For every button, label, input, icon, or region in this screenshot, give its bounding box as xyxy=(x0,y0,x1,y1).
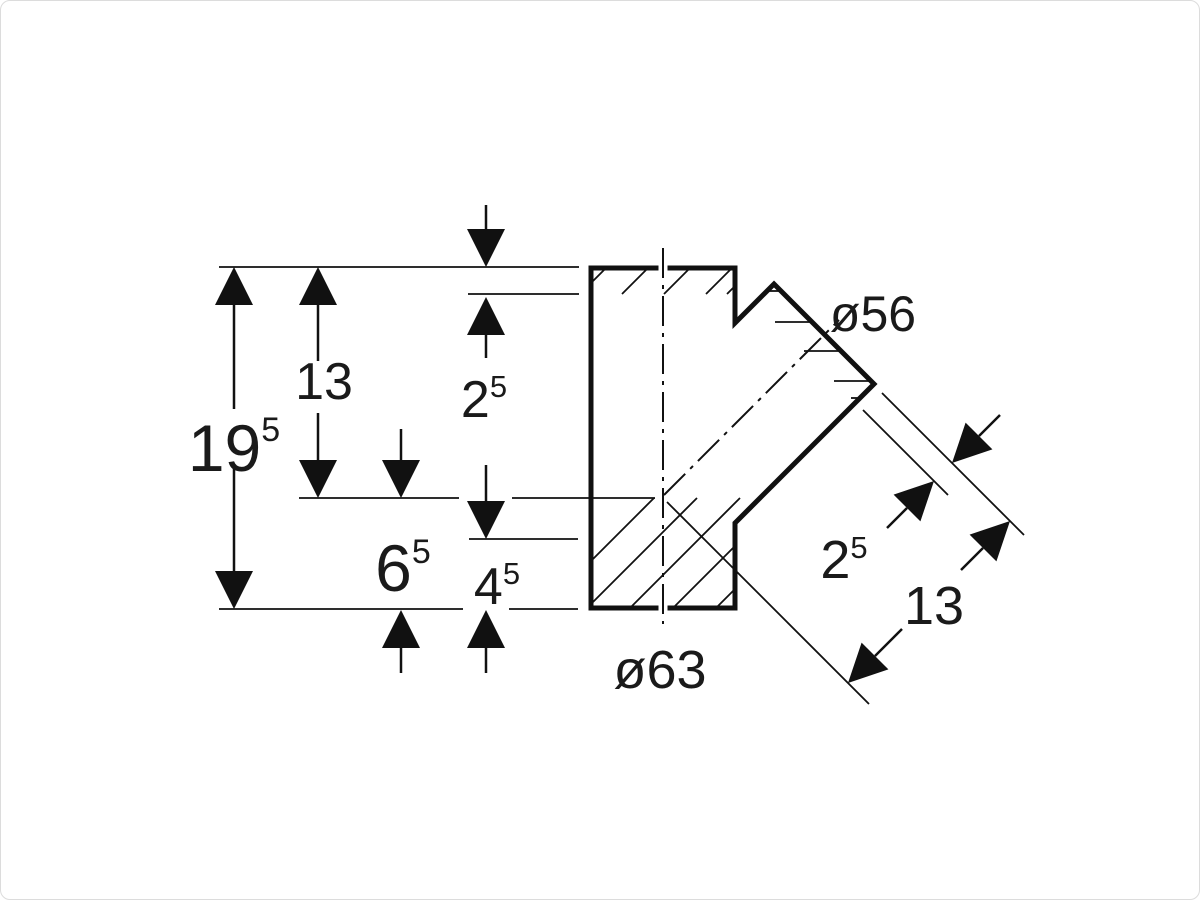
dim-label-total-height: 195 xyxy=(188,411,280,485)
arrow-up-icon xyxy=(382,610,420,648)
arrow-down-icon xyxy=(215,571,253,609)
ext-line-branch-outer xyxy=(881,392,1025,536)
arrow-down-icon xyxy=(467,501,505,539)
dim-total-height: 195 xyxy=(188,267,280,609)
arrow-down-left-icon xyxy=(848,642,889,683)
extension-lines xyxy=(219,266,1025,705)
fitting-body xyxy=(588,248,878,624)
top-wall-hatch xyxy=(590,266,736,295)
dim-socket-depth: 45 xyxy=(467,465,520,673)
branch-wall-hatch xyxy=(767,290,871,399)
branch-centerline xyxy=(663,319,840,496)
dim-upper-height: 13 xyxy=(295,267,353,498)
label-outlet-diameter: ø56 xyxy=(830,286,916,342)
dim-lower-height: 65 xyxy=(375,429,431,673)
ext-line-branch-axis xyxy=(666,501,870,705)
arrow-down-icon xyxy=(382,460,420,498)
dim-branch-length: 13 xyxy=(848,521,1010,683)
label-socket-diameter: ø63 xyxy=(613,640,706,700)
ext-line-branch-inner xyxy=(862,409,949,496)
dim-branch-wall: 25 xyxy=(820,414,1001,590)
socket-wall-hatch xyxy=(590,497,741,609)
arrow-up-icon xyxy=(467,610,505,648)
dim-label-branch-length: 13 xyxy=(904,576,964,636)
arrow-down-icon xyxy=(467,229,505,267)
arrow-up-icon xyxy=(215,267,253,305)
dim-label-branch-wall: 25 xyxy=(820,530,867,590)
arrow-down-icon xyxy=(299,460,337,498)
dim-label-socket-depth: 45 xyxy=(474,556,520,616)
arrow-up-right-icon xyxy=(893,481,934,522)
arrow-up-right-icon xyxy=(969,521,1010,562)
dim-label-top-wall: 25 xyxy=(461,369,507,429)
dim-top-wall: 25 xyxy=(461,205,507,429)
arrow-up-icon xyxy=(467,297,505,335)
arrow-down-left-icon xyxy=(952,422,993,463)
dim-label-lower-height: 65 xyxy=(375,531,431,605)
dim-label-upper-height: 13 xyxy=(295,353,353,411)
arrow-up-icon xyxy=(299,267,337,305)
